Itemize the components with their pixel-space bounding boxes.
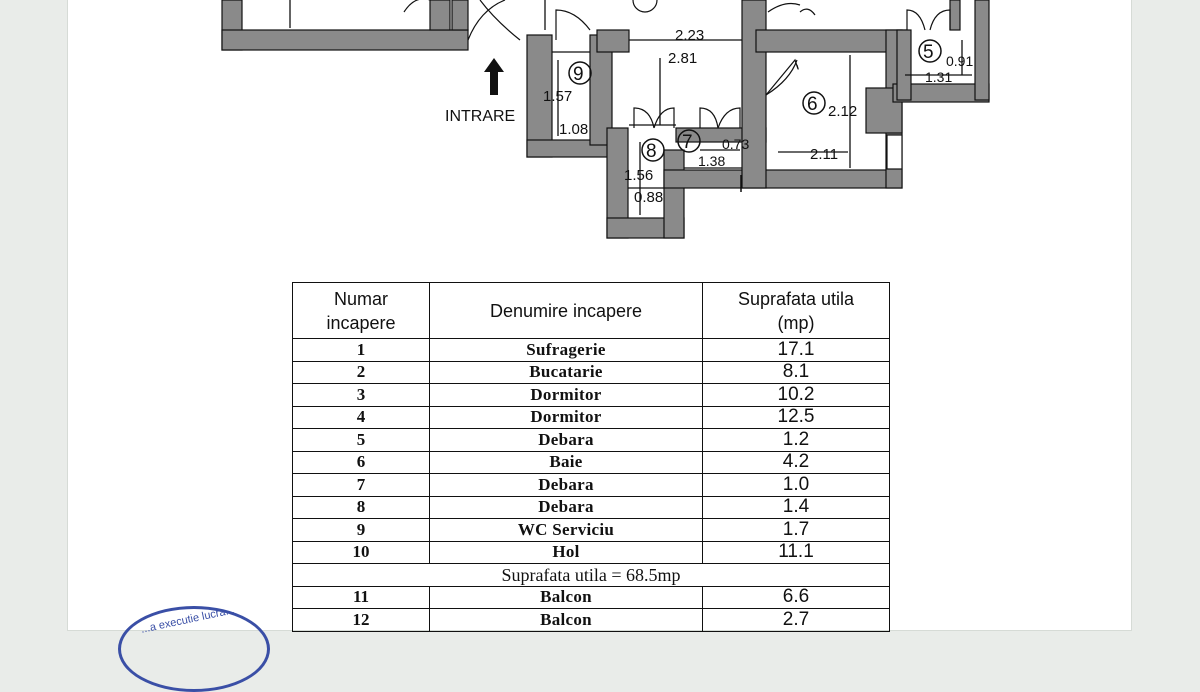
wall-segment bbox=[949, 0, 961, 31]
dimension-label: 2.12 bbox=[828, 103, 857, 120]
dimension-label: 1.08 bbox=[559, 121, 588, 138]
dimension-label: 1.56 bbox=[624, 167, 653, 184]
wall-segment bbox=[755, 29, 907, 53]
table-header-row: Numar incapere Denumire incapere Suprafa… bbox=[292, 282, 890, 339]
dimension-label: 2.11 bbox=[810, 146, 838, 163]
header-room-name: Denumire incapere bbox=[429, 282, 703, 339]
wall-segment bbox=[663, 169, 903, 189]
wall-segment bbox=[221, 29, 469, 51]
wall-segment bbox=[741, 0, 767, 189]
room-marker: 8 bbox=[646, 141, 657, 162]
room-marker: 9 bbox=[573, 64, 584, 85]
wall-segment bbox=[451, 0, 469, 31]
dimension-label: 2.81 bbox=[668, 50, 697, 67]
total-area-label: Suprafata utila = 68.5mp bbox=[292, 563, 890, 587]
header-room-number: Numar incapere bbox=[292, 282, 430, 339]
dimension-label: 0.91 bbox=[946, 53, 973, 69]
wall-segment bbox=[596, 29, 630, 53]
entrance-label: INTRARE bbox=[445, 108, 515, 125]
entrance-arrow-icon bbox=[484, 58, 504, 95]
room-marker: 5 bbox=[923, 42, 934, 63]
header-room-area: Suprafata utila (mp) bbox=[702, 282, 890, 339]
room-area-table: Numar incapere Denumire incapere Suprafa… bbox=[292, 282, 890, 632]
wall-segment bbox=[429, 0, 451, 31]
total-row: Suprafata utila = 68.5mp bbox=[292, 563, 890, 587]
dimension-label: 0.88 bbox=[634, 189, 663, 206]
floor-plan: INTRARE 9 8 7 6 5 2.23 2.81 0.91 1.31 1.… bbox=[221, 0, 990, 239]
wall-segment bbox=[974, 0, 990, 101]
dimension-label: 2.23 bbox=[675, 27, 704, 44]
dimension-label: 0.73 bbox=[722, 136, 749, 152]
wall-segment bbox=[663, 149, 685, 239]
dimension-label: 1.57 bbox=[543, 88, 572, 105]
dimension-label: 1.38 bbox=[698, 153, 725, 169]
wall-segment bbox=[896, 29, 912, 101]
room-marker: 6 bbox=[807, 94, 818, 115]
room-marker: 7 bbox=[682, 132, 693, 153]
dimension-label: 1.31 bbox=[925, 69, 952, 85]
